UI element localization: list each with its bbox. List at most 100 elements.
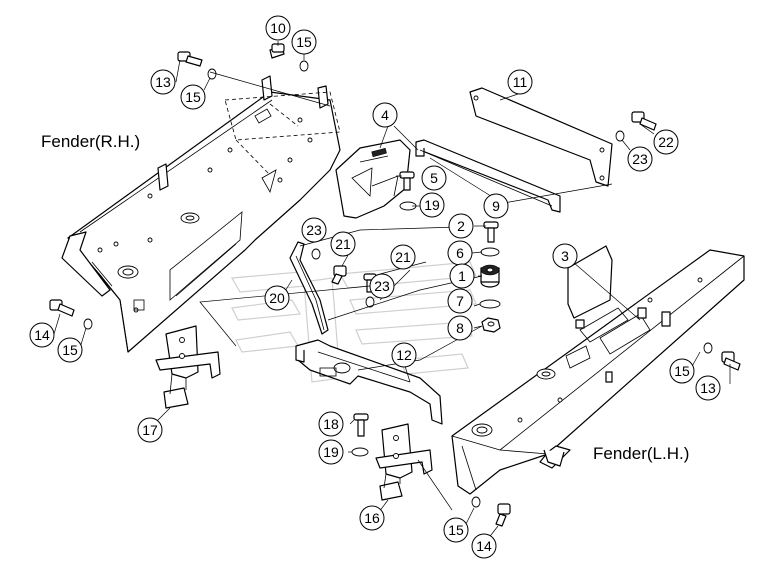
callout-19: 19 [419, 192, 445, 218]
bracket-16 [375, 423, 433, 501]
callout-8-label: 8 [456, 320, 464, 336]
callout-21: 21 [390, 244, 416, 270]
callout-15: 15 [180, 84, 206, 110]
fender-lh-label: Fender(L.H.) [593, 444, 689, 463]
washer-19b [351, 447, 369, 457]
callout-14: 14 [29, 322, 55, 348]
callout-23-label: 23 [374, 278, 390, 294]
callout-23-label: 23 [306, 222, 322, 238]
fender-rh-label: Fender(R.H.) [41, 132, 140, 151]
callout-3-label: 3 [561, 248, 569, 264]
plate-11 [469, 87, 613, 187]
callout-4-label: 4 [381, 107, 389, 123]
callout-8: 8 [447, 315, 473, 341]
bolt-22 [631, 111, 657, 131]
callout-7: 7 [447, 288, 473, 314]
washer-15c [83, 318, 93, 330]
callout-20: 20 [264, 285, 290, 311]
mount-1 [480, 264, 500, 288]
bracket-17 [155, 325, 221, 409]
callout-14-label: 14 [476, 538, 492, 554]
bolt-18 [353, 413, 369, 437]
bar-9 [415, 139, 561, 213]
frame-12 [295, 339, 443, 425]
callout-19: 19 [318, 439, 344, 465]
fender-lh [451, 249, 745, 495]
callout-4: 4 [372, 102, 398, 128]
callout-3: 3 [552, 243, 578, 269]
callout-2: 2 [448, 213, 474, 239]
callout-20-label: 20 [269, 290, 285, 306]
callout-15: 15 [57, 337, 83, 363]
callout-22-label: 22 [658, 134, 674, 150]
callout-22: 22 [653, 129, 679, 155]
callout-17: 17 [137, 417, 163, 443]
callout-16-label: 16 [364, 510, 380, 526]
callout-18: 18 [318, 411, 344, 437]
callout-6-label: 6 [456, 245, 464, 261]
callout-16: 16 [359, 505, 385, 531]
callout-10: 10 [265, 15, 291, 41]
bolt-10 [269, 43, 285, 59]
washer-7 [479, 299, 501, 309]
washer-23c [365, 296, 375, 308]
callout-23: 23 [301, 217, 327, 243]
washer-23a [615, 130, 625, 142]
callout-13: 13 [150, 69, 176, 95]
washer-15a [299, 60, 309, 72]
callout-12-label: 12 [396, 347, 412, 363]
callout-15-label: 15 [185, 89, 201, 105]
leader-lines [53, 41, 731, 545]
callout-10-label: 10 [270, 20, 286, 36]
callout-18-label: 18 [323, 416, 339, 432]
callout-9-label: 9 [492, 198, 500, 214]
callout-15: 15 [443, 517, 469, 543]
washer-6 [480, 247, 500, 257]
callout-19-label: 19 [323, 444, 339, 460]
callout-1-label: 1 [458, 268, 466, 284]
bolt-13b [721, 351, 741, 371]
washer-15e [471, 496, 481, 508]
callout-14-label: 14 [34, 327, 50, 343]
callout-21: 21 [330, 231, 356, 257]
bolt-13a [177, 51, 203, 67]
plate-3 [567, 245, 613, 319]
callout-23: 23 [369, 273, 395, 299]
callout-15-label: 15 [296, 34, 312, 50]
callout-15-label: 15 [448, 522, 464, 538]
fender-rh [61, 75, 341, 353]
callout-13-label: 13 [155, 74, 171, 90]
callout-11: 11 [507, 69, 533, 95]
callout-21-label: 21 [335, 236, 351, 252]
callout-2-label: 2 [457, 218, 465, 234]
callout-15-label: 15 [674, 363, 690, 379]
callout-17-label: 17 [142, 422, 158, 438]
callout-15-label: 15 [62, 342, 78, 358]
callout-15: 15 [669, 358, 695, 384]
callout-5-label: 5 [430, 170, 438, 186]
callout-23: 23 [627, 146, 653, 172]
callout-7-label: 7 [456, 293, 464, 309]
bolt-21a [331, 265, 347, 285]
nut-8 [481, 317, 501, 333]
bolt-5 [399, 171, 415, 191]
callout-12: 12 [391, 342, 417, 368]
callout-23-label: 23 [632, 151, 648, 167]
callout-6: 6 [447, 240, 473, 266]
callout-14: 14 [471, 533, 497, 559]
bolt-14b [495, 503, 511, 527]
bolt-14a [49, 299, 75, 317]
callout-11-label: 11 [513, 74, 528, 90]
callout-21-label: 21 [395, 249, 411, 265]
bracket-4 [335, 139, 411, 219]
washer-23b [311, 248, 321, 260]
callout-5: 5 [421, 165, 447, 191]
callout-15: 15 [291, 29, 317, 55]
washer-15b [207, 68, 217, 80]
callout-9: 9 [483, 193, 509, 219]
callout-1: 1 [449, 263, 475, 289]
washer-15d [703, 342, 713, 354]
arm-20 [289, 241, 329, 335]
callout-13: 13 [695, 375, 721, 401]
